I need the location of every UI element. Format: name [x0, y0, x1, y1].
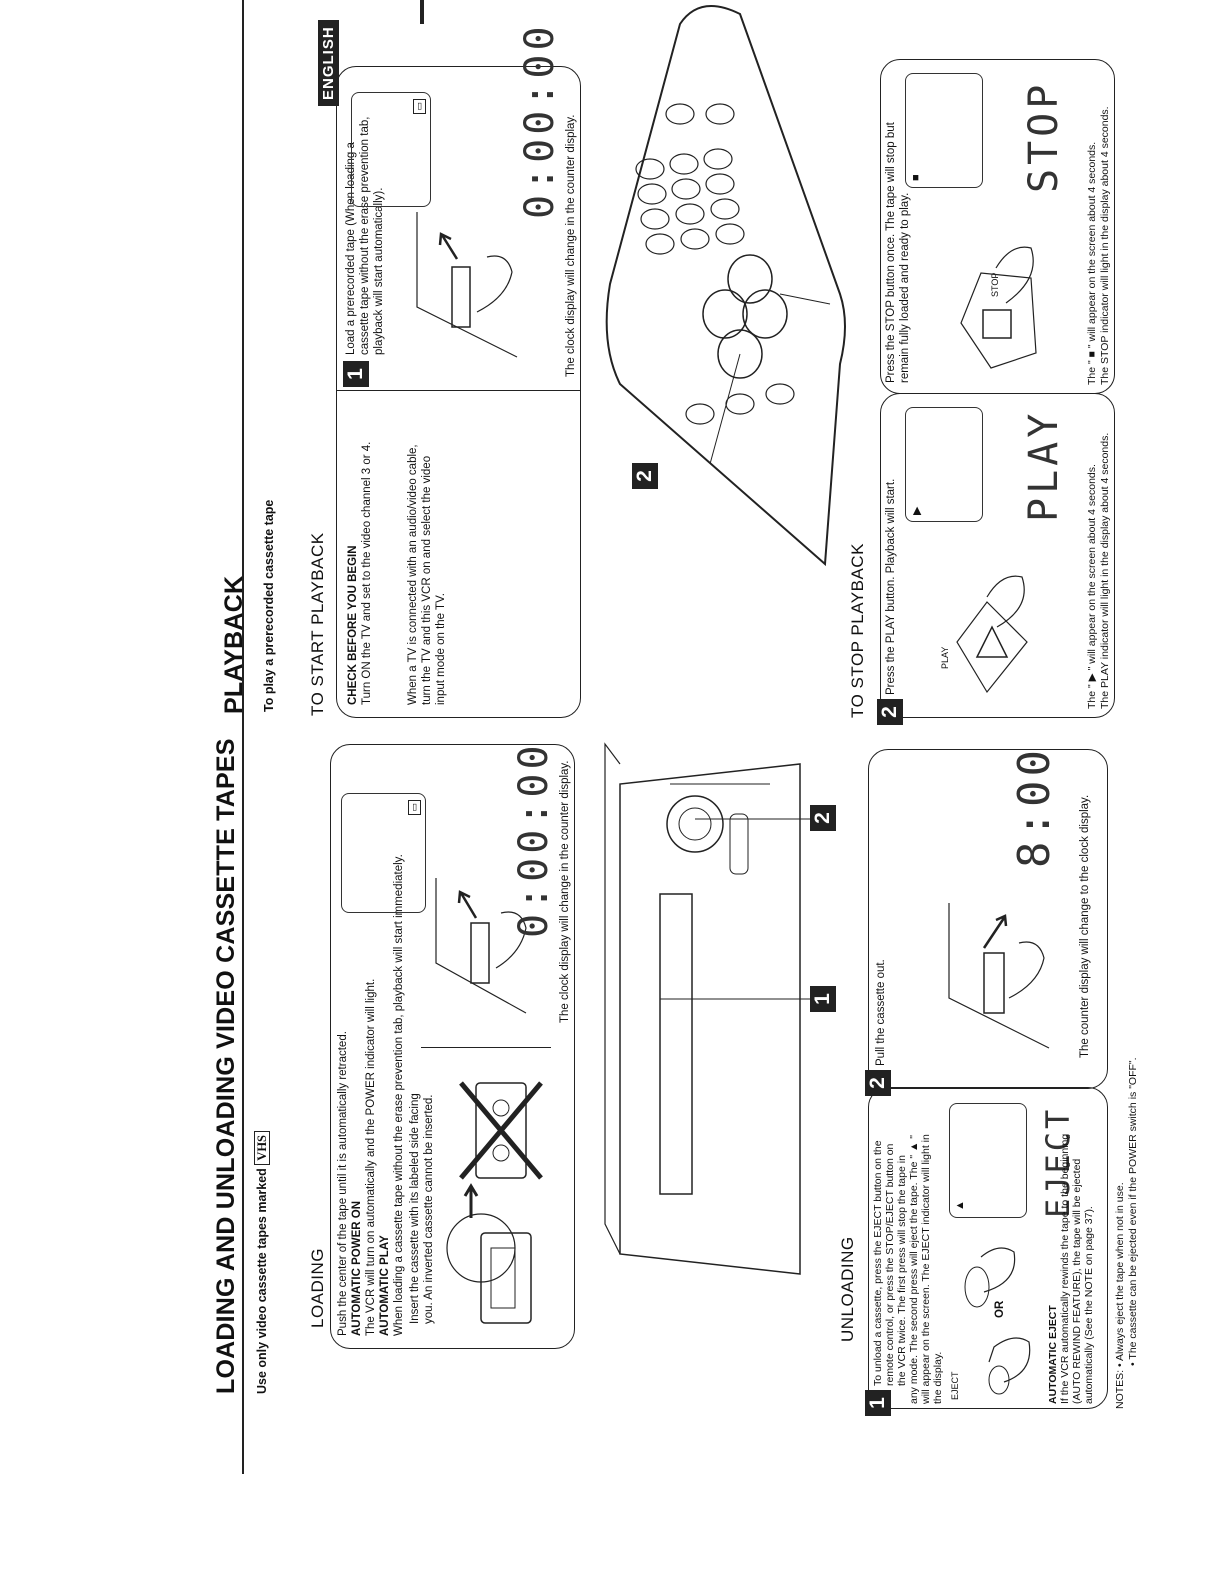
left-page-title: LOADING AND UNLOADING VIDEO CASSETTE TAP…	[212, 738, 240, 1394]
auto-eject-line1: If the VCR automatically rewinds the tap…	[1059, 1133, 1071, 1404]
loading-counter-note: The clock display will change in the cou…	[559, 760, 571, 1023]
auto-play-text: When loading a cassette tape without the…	[393, 854, 405, 1336]
start-playback-box: CHECK BEFORE YOU BEGIN Turn ON the TV an…	[336, 22, 581, 718]
lcd-play: PLAY	[1021, 409, 1067, 522]
loading-heading: LOADING	[308, 1247, 327, 1328]
insert-line2: you. An inverted cassette cannot be inse…	[423, 1094, 435, 1324]
vcr-callout-2: 2	[810, 805, 836, 831]
start-divider	[337, 390, 580, 391]
unloading-step1-line6: the display.	[932, 1351, 944, 1404]
stop-playback-heading: TO STOP PLAYBACK	[848, 543, 867, 718]
tv-screen-loading: ▭	[341, 793, 426, 913]
vcr-screen-icon: ▭	[413, 99, 426, 114]
play-press-illustration	[956, 575, 1028, 694]
stop-note2: The STOP indicator will light in the dis…	[1099, 106, 1111, 385]
stop-press-illustration	[960, 246, 1037, 369]
vhs-logo: VHS	[254, 1131, 270, 1165]
stop-symbol-icon: ■	[910, 174, 922, 181]
notes-line1: NOTES: • Always eject the tape when not …	[1114, 1182, 1126, 1409]
cassette-insert-illustration	[446, 1081, 543, 1324]
stop-line1: Press the STOP button once. The tape wil…	[885, 122, 897, 383]
tv-screen-start: ▭	[351, 92, 431, 207]
lcd-loading: 0:00:00	[511, 741, 557, 938]
av-line1: When a TV is connected with an audio/vid…	[407, 444, 419, 705]
eject-symbol-icon: ▲	[954, 1200, 966, 1211]
play-note2: The PLAY indicator will light in the dis…	[1099, 432, 1111, 709]
tv-screen-play: ▶	[905, 407, 983, 522]
start-step1-number: 1	[343, 361, 369, 387]
unloading-step1-number: 1	[865, 1390, 891, 1416]
auto-eject-line3: automatically (See the NOTE on page 37).	[1083, 1206, 1095, 1404]
unloading-step2-box: 2 Pull the cassette out. 8:00 The counte…	[865, 746, 1108, 1096]
play-step-text: Press the PLAY button. Playback will sta…	[885, 478, 897, 695]
loading-box: Push the center of the tape until it is …	[330, 741, 575, 1349]
unloading-step1-line5: will appear on the screen. The EJECT ind…	[920, 1134, 932, 1404]
loading-divider	[421, 1047, 551, 1048]
right-intro: To play a prerecorded cassette tape	[262, 499, 276, 712]
tape-pull-illustration	[948, 903, 1050, 1049]
unloading-step1-box: 1 To unload a cassette, press the EJECT …	[865, 1087, 1108, 1416]
unloading-step2-number: 2	[865, 1070, 891, 1096]
tape-load-illustration	[416, 212, 518, 358]
play-step-number: 2	[877, 699, 903, 725]
stop-line2: remain fully loaded and ready to play.	[899, 192, 911, 383]
auto-power-text: The VCR will turn on automatically and t…	[365, 978, 377, 1336]
play-note1: The " ▶ " will appear on the screen abou…	[1086, 464, 1098, 709]
start-playback-heading: TO START PLAYBACK	[308, 532, 327, 716]
or-label: OR	[994, 1300, 1006, 1318]
lcd-stop: STOP	[1021, 80, 1067, 193]
auto-power-heading: AUTOMATIC POWER ON	[351, 1200, 363, 1336]
tape-push-illustration	[435, 878, 527, 1014]
play-symbol-icon: ▶	[911, 506, 923, 515]
left-intro-text: Use only video cassette tapes marked	[255, 1168, 269, 1394]
unloading-step1-line1: To unload a cassette, press the EJECT bu…	[872, 1140, 884, 1386]
loading-line1: Push the center of the tape until it is …	[337, 1031, 349, 1336]
stop-note1: The " ■ " will appear on the screen abou…	[1086, 141, 1098, 385]
notes-line2: • The cassette can be ejected even if th…	[1127, 1057, 1139, 1366]
lcd-clock: 8:00	[1009, 746, 1060, 868]
play-step-box: 2 Press the PLAY button. Playback will s…	[877, 393, 1115, 725]
unloading-step1-line4: any mode. The second press will eject th…	[908, 1134, 920, 1404]
tv-screen-stop: ■	[905, 73, 983, 188]
left-intro: Use only video cassette tapes marked VHS	[254, 1131, 270, 1394]
auto-play-heading: AUTOMATIC PLAY	[379, 1235, 391, 1336]
title-rule	[242, 0, 244, 1474]
unloading-step1-line2: remote control, or press the STOP/EJECT …	[884, 1143, 896, 1386]
unloading-step2-text: Pull the cassette out.	[875, 959, 887, 1066]
unloading-heading: UNLOADING	[838, 1236, 857, 1342]
vcr-illustration	[604, 742, 825, 1275]
unloading-step1-line3: the VCR twice. The first press will stop…	[896, 1155, 908, 1386]
vcr-screen-icon: ▭	[408, 800, 421, 815]
right-page-title: PLAYBACK	[220, 575, 248, 714]
remote-control-illustration	[605, 5, 846, 567]
insert-line1: Insert the cassette with its labeled sid…	[409, 1093, 421, 1324]
av-line2: turn the TV and this VCR on and select t…	[421, 455, 433, 705]
unloading-step2-note: The counter display will change to the c…	[1079, 794, 1091, 1058]
check-text: Turn ON the TV and set to the video chan…	[361, 441, 373, 705]
eject-hands-illustration	[964, 1247, 1031, 1395]
start-step1-line3: playback will start automatically).	[373, 187, 385, 355]
vcr-callout-1: 1	[810, 986, 836, 1012]
stop-box: Press the STOP button once. The tape wil…	[880, 59, 1115, 394]
page-mark	[420, 0, 424, 24]
auto-eject-line2: (AUTO REWIND FEATURE), the tape will be …	[1071, 1158, 1083, 1404]
tv-screen-eject: ▲	[949, 1103, 1027, 1218]
start-step1-note: The clock display will change in the cou…	[565, 114, 577, 377]
lcd-start: 0:00:00	[517, 22, 563, 219]
remote-callout-2: 2	[632, 463, 658, 489]
check-heading: CHECK BEFORE YOU BEGIN	[347, 545, 359, 705]
av-line3: input mode on the TV.	[435, 593, 447, 705]
